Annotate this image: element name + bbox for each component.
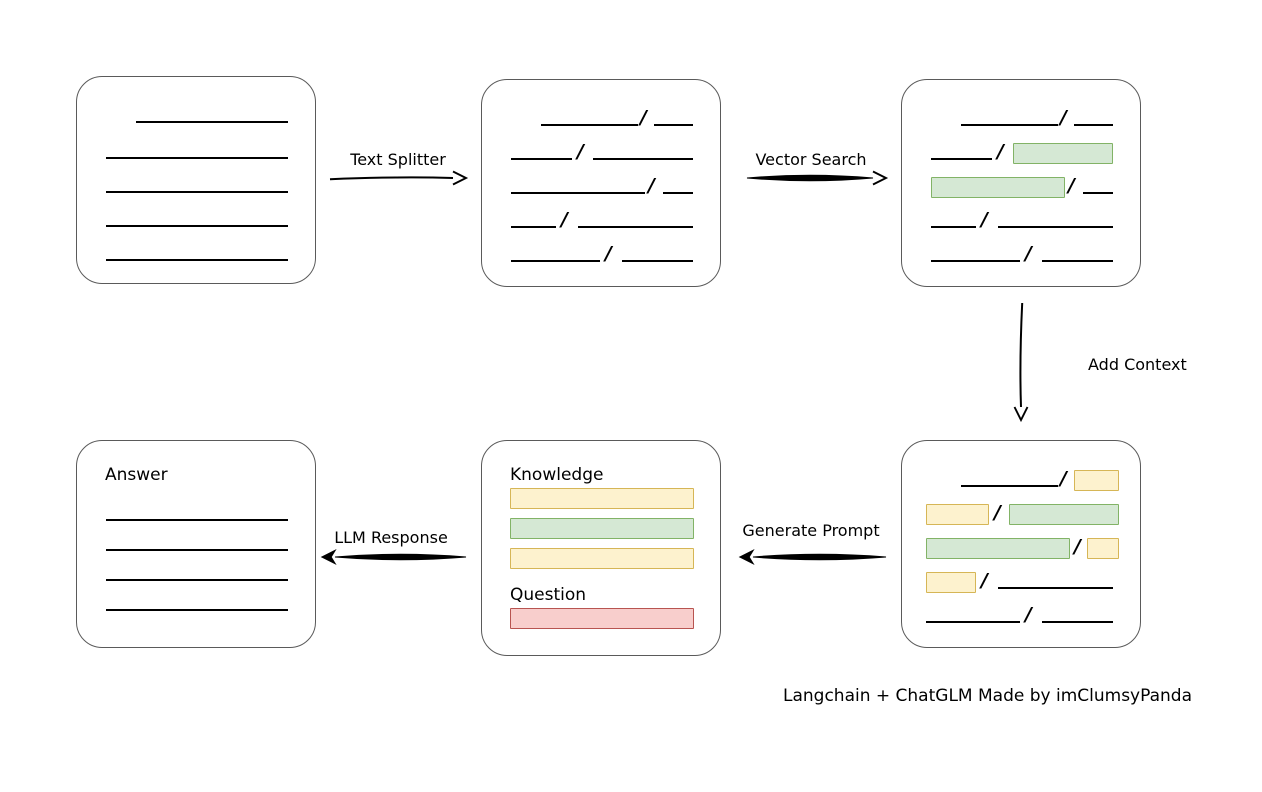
- text-line: [961, 485, 1058, 487]
- yellow-highlight-chunk: [1074, 470, 1119, 491]
- answer-node: Answer: [76, 440, 316, 648]
- context-document-node: / / / / /: [901, 440, 1141, 648]
- text-line: [136, 121, 288, 123]
- edge-llm-response: [320, 549, 467, 565]
- green-highlight-chunk: [926, 538, 1070, 559]
- text-line: [106, 609, 288, 611]
- chunk-separator-slash: /: [605, 242, 612, 265]
- text-line: [961, 124, 1058, 126]
- chunk-separator-slash: /: [1025, 242, 1032, 265]
- text-line: [931, 158, 992, 160]
- node-content: / / / / /: [482, 80, 720, 286]
- node-content: / / / / /: [902, 80, 1140, 286]
- text-line: [1042, 621, 1113, 623]
- text-line: [1074, 124, 1113, 126]
- text-line: [511, 260, 600, 262]
- text-line: [1042, 260, 1113, 262]
- text-line: [931, 260, 1020, 262]
- diagram-caption: Langchain + ChatGLM Made by imClumsyPand…: [783, 686, 1192, 706]
- green-highlight-chunk: [1013, 143, 1113, 164]
- text-line: [578, 226, 693, 228]
- chunk-separator-slash: /: [1060, 106, 1067, 129]
- text-line: [106, 579, 288, 581]
- question-heading: Question: [510, 585, 587, 605]
- text-line: [998, 226, 1113, 228]
- text-line: [106, 225, 288, 227]
- edge-vector-search-label: Vector Search: [755, 150, 867, 169]
- text-line: [931, 226, 976, 228]
- text-line: [511, 158, 572, 160]
- text-line: [998, 587, 1113, 589]
- text-line: [622, 260, 693, 262]
- yellow-highlight-chunk: [510, 548, 694, 569]
- yellow-highlight-chunk: [926, 504, 989, 525]
- chunk-separator-slash: /: [1068, 174, 1075, 197]
- chunk-separator-slash: /: [981, 569, 988, 592]
- text-line: [1083, 192, 1113, 194]
- green-highlight-chunk: [931, 177, 1065, 198]
- chunk-separator-slash: /: [1060, 467, 1067, 490]
- text-line: [541, 124, 638, 126]
- green-highlight-chunk: [1009, 504, 1119, 525]
- text-line: [511, 192, 645, 194]
- yellow-highlight-chunk: [510, 488, 694, 509]
- edge-add-context-label: Add Context: [1088, 355, 1187, 374]
- chunk-separator-slash: /: [1025, 603, 1032, 626]
- vector-matched-document-node: / / / / /: [901, 79, 1141, 287]
- chunk-separator-slash: /: [997, 140, 1004, 163]
- source-document-node: [76, 76, 316, 284]
- node-content: [77, 77, 315, 283]
- edge-text-splitter-label: Text Splitter: [350, 150, 446, 169]
- text-line: [106, 259, 288, 261]
- text-line: [106, 157, 288, 159]
- edge-text-splitter: [329, 170, 469, 186]
- chunk-separator-slash: /: [981, 208, 988, 231]
- edge-generate-prompt-label: Generate Prompt: [742, 521, 880, 540]
- node-content: Answer: [77, 441, 315, 647]
- yellow-highlight-chunk: [926, 572, 976, 593]
- text-line: [106, 191, 288, 193]
- red-highlight-chunk: [510, 608, 694, 629]
- text-line: [654, 124, 693, 126]
- chunk-separator-slash: /: [648, 174, 655, 197]
- answer-heading: Answer: [105, 465, 168, 485]
- edge-generate-prompt: [738, 549, 887, 565]
- text-line: [663, 192, 693, 194]
- edge-vector-search: [746, 170, 889, 186]
- text-line: [106, 519, 288, 521]
- chunk-separator-slash: /: [994, 501, 1001, 524]
- yellow-highlight-chunk: [1087, 538, 1119, 559]
- text-line: [926, 621, 1020, 623]
- chunk-separator-slash: /: [577, 140, 584, 163]
- chunk-separator-slash: /: [1074, 535, 1081, 558]
- text-line: [106, 549, 288, 551]
- chunk-separator-slash: /: [640, 106, 647, 129]
- node-content: / / / / /: [902, 441, 1140, 647]
- edge-add-context: [1013, 302, 1029, 423]
- split-document-node: / / / / /: [481, 79, 721, 287]
- knowledge-heading: Knowledge: [510, 465, 604, 485]
- edge-llm-response-label: LLM Response: [334, 528, 448, 547]
- green-highlight-chunk: [510, 518, 694, 539]
- text-line: [593, 158, 693, 160]
- text-line: [511, 226, 556, 228]
- chunk-separator-slash: /: [561, 208, 568, 231]
